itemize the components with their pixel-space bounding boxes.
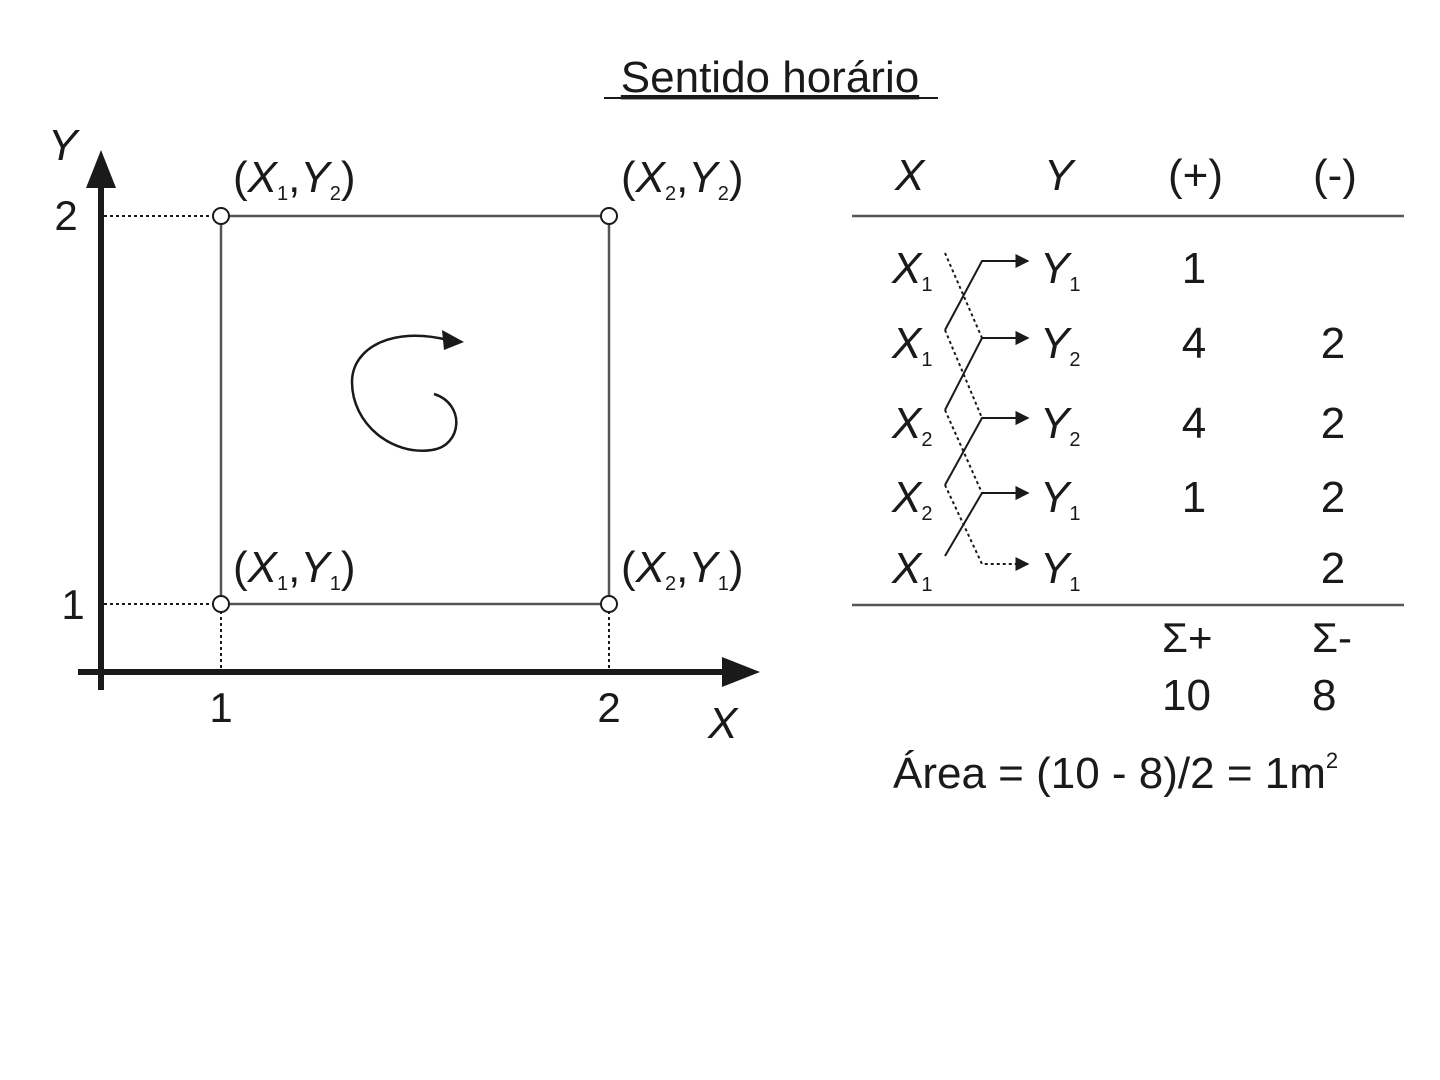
x-axis-arrowhead bbox=[722, 657, 760, 687]
table-header-minus: (-) bbox=[1313, 151, 1357, 200]
vertex-x2y2 bbox=[601, 208, 617, 224]
row-plus-cell: 1 bbox=[1182, 244, 1206, 293]
solid-cross-arrow bbox=[945, 493, 1028, 556]
point-label-x1y1: (X1,Y1) bbox=[233, 543, 356, 595]
solid-cross-arrow bbox=[945, 261, 1028, 330]
table-header-x: X bbox=[894, 151, 926, 200]
point-label-x1y2: (X1,Y2) bbox=[233, 153, 356, 205]
row-y-cell: Y1 bbox=[1040, 473, 1080, 525]
plot-area: Y X 1 2 1 2 (X1,Y2) (X2,Y2) (X1,Y1) (X2,… bbox=[48, 121, 760, 748]
table-row: X1 Y1 1 bbox=[891, 244, 1206, 296]
sum-plus-value: 10 bbox=[1162, 671, 1211, 720]
row-x-cell: X2 bbox=[891, 399, 932, 451]
row-y-cell: Y2 bbox=[1040, 399, 1080, 451]
vertex-x1y1 bbox=[213, 596, 229, 612]
row-plus-cell: 4 bbox=[1182, 319, 1206, 368]
y-axis-arrowhead bbox=[86, 150, 116, 188]
solid-cross-arrow bbox=[945, 418, 1028, 485]
vertex-x1y2 bbox=[213, 208, 229, 224]
y-tick-2: 2 bbox=[54, 192, 77, 239]
row-plus-cell: 1 bbox=[1182, 473, 1206, 522]
row-minus-cell: 2 bbox=[1321, 319, 1345, 368]
y-axis-label: Y bbox=[48, 121, 80, 170]
clockwise-arrow-icon bbox=[352, 330, 464, 451]
row-plus-cell: 4 bbox=[1182, 399, 1206, 448]
x-tick-2: 2 bbox=[597, 684, 620, 731]
y-tick-1: 1 bbox=[61, 581, 84, 628]
row-minus-cell: 2 bbox=[1321, 473, 1345, 522]
row-y-cell: Y2 bbox=[1040, 319, 1080, 371]
x-tick-1: 1 bbox=[209, 684, 232, 731]
point-label-x2y2: (X2,Y2) bbox=[621, 153, 744, 205]
table-header-y: Y bbox=[1044, 151, 1076, 200]
dotted-cross-arrow bbox=[945, 253, 1028, 338]
dotted-cross-arrow bbox=[945, 485, 1028, 564]
row-minus-cell: 2 bbox=[1321, 544, 1345, 593]
row-x-cell: X1 bbox=[891, 544, 932, 596]
diagram-title: Sentido horário bbox=[621, 53, 919, 102]
square-polygon bbox=[221, 216, 609, 604]
cross-multiplication-arrows bbox=[945, 253, 1028, 564]
area-formula: Área = (10 - 8)/2 = 1m2 bbox=[893, 748, 1338, 798]
x-axis-label: X bbox=[707, 699, 739, 748]
row-minus-cell: 2 bbox=[1321, 399, 1345, 448]
sum-minus-value: 8 bbox=[1312, 671, 1336, 720]
row-y-cell: Y1 bbox=[1040, 544, 1080, 596]
table-header-plus: (+) bbox=[1168, 151, 1223, 200]
dotted-cross-arrow bbox=[945, 410, 1028, 493]
row-y-cell: Y1 bbox=[1040, 244, 1080, 296]
sum-minus-label: Σ- bbox=[1312, 614, 1352, 661]
sum-plus-label: Σ+ bbox=[1162, 614, 1213, 661]
dotted-cross-arrow bbox=[945, 330, 1028, 418]
row-x-cell: X2 bbox=[891, 473, 932, 525]
row-x-cell: X1 bbox=[891, 319, 932, 371]
solid-cross-arrow bbox=[945, 338, 1028, 410]
table-row: X1 Y1 2 bbox=[891, 544, 1345, 596]
table-row: X2 Y1 1 2 bbox=[891, 473, 1345, 525]
point-label-x2y1: (X2,Y1) bbox=[621, 543, 744, 595]
row-x-cell: X1 bbox=[891, 244, 932, 296]
vertex-x2y1 bbox=[601, 596, 617, 612]
